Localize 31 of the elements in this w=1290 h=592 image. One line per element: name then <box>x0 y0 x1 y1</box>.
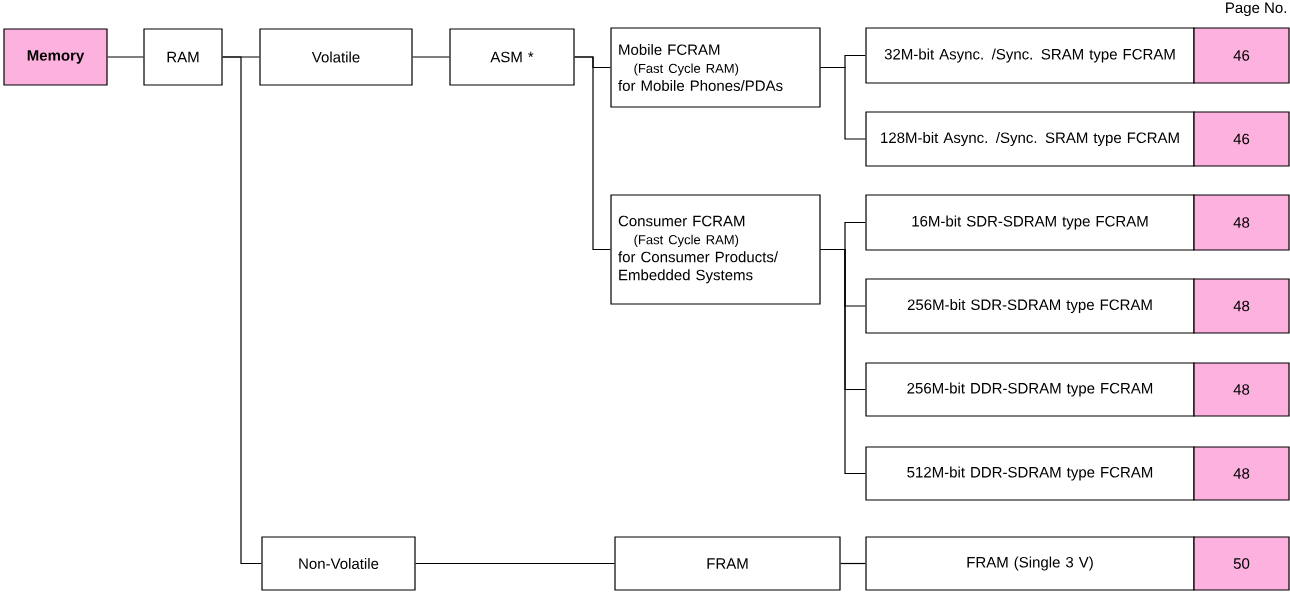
connector-line <box>840 562 866 565</box>
product-box: 256M-bit DDR-SDRAM type FCRAM <box>865 362 1195 417</box>
column-heading: Page No. <box>1226 2 1286 17</box>
page-number-cell: 46 <box>1193 27 1290 84</box>
category-box: Non-Volatile <box>261 536 416 591</box>
connector-line <box>107 56 144 58</box>
product-box: 256M-bit SDR-SDRAM type FCRAM <box>865 278 1195 334</box>
connector-line <box>415 562 615 565</box>
page-number-cell: 48 <box>1193 362 1290 417</box>
connector-line <box>574 56 611 251</box>
connector-line <box>222 56 262 565</box>
category-box: FRAM <box>614 536 841 591</box>
connector-line <box>820 248 866 475</box>
page-number-cell: 48 <box>1193 446 1290 501</box>
page-number-cell: 46 <box>1193 111 1290 167</box>
category-box: RAM <box>143 28 223 86</box>
page-number-cell: 48 <box>1193 278 1290 334</box>
product-box: FRAM (Single 3 V) <box>865 536 1195 591</box>
category-box: Volatile <box>259 28 413 86</box>
product-family-box: Mobile FCRAM (Fast Cycle RAM) for Mobile Phones/PDAs <box>610 27 821 108</box>
connector-line <box>820 66 866 140</box>
category-box: ASM * <box>449 28 575 86</box>
root-box: Memory <box>3 28 108 86</box>
product-family-box: Consumer FCRAM (Fast Cycle RAM) for Consumer Products/ Embedded Systems <box>610 194 821 305</box>
page-number-cell: 50 <box>1193 536 1290 591</box>
product-box: 16M-bit SDR-SDRAM type FCRAM <box>865 194 1195 251</box>
page-number-cell: 48 <box>1193 194 1290 251</box>
product-box: 32M-bit Async. /Sync. SRAM type FCRAM <box>865 27 1195 84</box>
product-box: 512M-bit DDR-SDRAM type FCRAM <box>865 446 1195 501</box>
product-box: 128M-bit Async. /Sync. SRAM type FCRAM <box>865 111 1195 167</box>
connector-line <box>412 56 450 58</box>
